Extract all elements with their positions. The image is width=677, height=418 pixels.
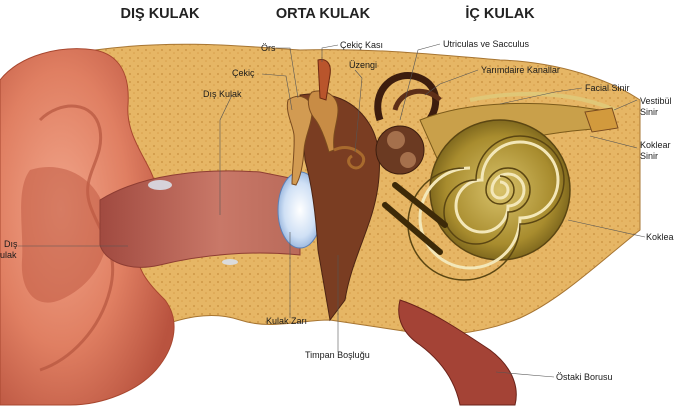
label-koklear-2: Sinir <box>640 151 658 161</box>
label-dis-left: Dış <box>4 239 18 249</box>
header-middle-ear: ORTA KULAK <box>276 6 371 22</box>
ear-canal <box>100 171 300 267</box>
saccule <box>400 152 416 168</box>
canal-fat-1 <box>148 180 172 190</box>
label-vestibul: Vestibül <box>640 96 672 106</box>
header-inner-ear: İÇ KULAK <box>465 5 535 22</box>
utricle <box>387 131 405 149</box>
label-koklea: Koklea <box>646 232 674 242</box>
label-ostaki: Östaki Borusu <box>556 372 613 382</box>
label-koklear: Koklear <box>640 140 671 150</box>
label-dis-kulak: Dış Kulak <box>203 89 242 99</box>
canal-fat-2 <box>222 259 238 265</box>
label-yarimdaire: Yarımdaire Kanallar <box>481 65 560 75</box>
label-facial: Facial Sinir <box>585 83 630 93</box>
label-cekic-kasi: Çekiç Kası <box>340 40 383 50</box>
label-kulak-zari: Kulak Zarı <box>266 316 307 326</box>
label-cekic: Çekiç <box>232 68 255 78</box>
label-ors: Örs <box>261 43 276 53</box>
label-vestibul-2: Sinir <box>640 107 658 117</box>
label-timpan: Timpan Boşluğu <box>305 350 370 360</box>
label-utriculus: Utriculas ve Sacculus <box>443 39 530 49</box>
label-dis-left-2: ulak <box>0 250 17 260</box>
label-uzengi: Üzengi <box>349 60 377 70</box>
header-outer-ear: DIŞ KULAK <box>121 6 200 22</box>
